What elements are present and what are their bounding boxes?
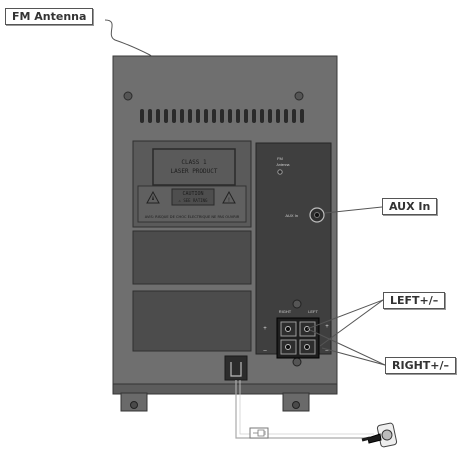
vent-slot — [180, 109, 184, 123]
wall-socket-icon — [361, 422, 398, 448]
vent-slot — [260, 109, 264, 123]
vent-slot — [300, 109, 304, 123]
screw — [294, 91, 304, 101]
power-cord — [235, 380, 374, 439]
power-cord-loop — [230, 362, 242, 377]
caution-subtitle: ⚠ SEE RATING — [179, 198, 208, 203]
vent-slot — [252, 109, 256, 123]
aux-in-jack-hole — [314, 212, 320, 218]
vent-slot — [268, 109, 272, 123]
caution-box — [171, 188, 215, 206]
ventilation-slots — [140, 109, 304, 123]
aux-jack-label: AUX In — [285, 213, 298, 218]
fm-jack-label-1: FM — [277, 156, 283, 161]
right-speaker-callout: RIGHT+/– — [385, 357, 457, 374]
laser-label-line-2: LASER PRODUCT — [171, 168, 218, 175]
fm-jack-label-2: Antenna — [276, 163, 289, 167]
vent-slot — [140, 109, 144, 123]
terminal-plus-left: + — [263, 326, 267, 332]
svg-text:!: ! — [228, 198, 230, 204]
terminal-screw — [292, 357, 302, 367]
warning-icon: ! — [222, 190, 236, 204]
foot-screw — [292, 401, 300, 409]
vent-slot — [228, 109, 232, 123]
terminal-screw — [292, 299, 302, 309]
speaker-terminal-clips[interactable] — [280, 321, 316, 355]
power-cord-shadow — [239, 380, 374, 435]
terminal-minus-left: – — [263, 348, 267, 354]
vent-slot — [292, 109, 296, 123]
aux-in-callout: AUX In — [382, 198, 438, 215]
caution-footer: AVIS: RISQUE DE CHOC ÉLECTRIQUE NE PAS O… — [145, 214, 240, 219]
vent-slot — [196, 109, 200, 123]
fm-antenna-callout: FM Antenna — [5, 8, 94, 25]
vent-slot — [244, 109, 248, 123]
fm-antenna-jack[interactable] — [277, 169, 283, 175]
vent-slot — [164, 109, 168, 123]
blank-panel-lower — [132, 290, 252, 352]
screw — [123, 91, 133, 101]
right-leader-lines — [309, 329, 386, 366]
terminal-label-right: RIGHT — [279, 309, 292, 314]
vent-slot — [156, 109, 160, 123]
vent-slot — [276, 109, 280, 123]
terminal-label-left: LEFT — [308, 309, 318, 314]
aux-leader-line — [324, 206, 383, 214]
base-plinth — [112, 383, 338, 395]
laser-label-line-1: CLASS 1 — [181, 159, 207, 166]
vent-slot — [148, 109, 152, 123]
blank-panel-middle — [132, 230, 252, 285]
plug-icon — [249, 427, 269, 439]
left-speaker-callout: LEFT+/– — [383, 292, 446, 309]
terminal-plus-right: + — [325, 324, 329, 330]
vent-slot — [236, 109, 240, 123]
left-leader-lines — [306, 299, 384, 347]
laser-label — [152, 148, 236, 186]
terminal-minus-right: – — [325, 348, 329, 354]
caution-title: CAUTION — [182, 191, 203, 197]
warning-icon — [146, 190, 160, 204]
foot-screw — [130, 401, 138, 409]
vent-slot — [172, 109, 176, 123]
vent-slot — [212, 109, 216, 123]
vent-slot — [220, 109, 224, 123]
vent-slot — [204, 109, 208, 123]
vent-slot — [188, 109, 192, 123]
vent-slot — [284, 109, 288, 123]
